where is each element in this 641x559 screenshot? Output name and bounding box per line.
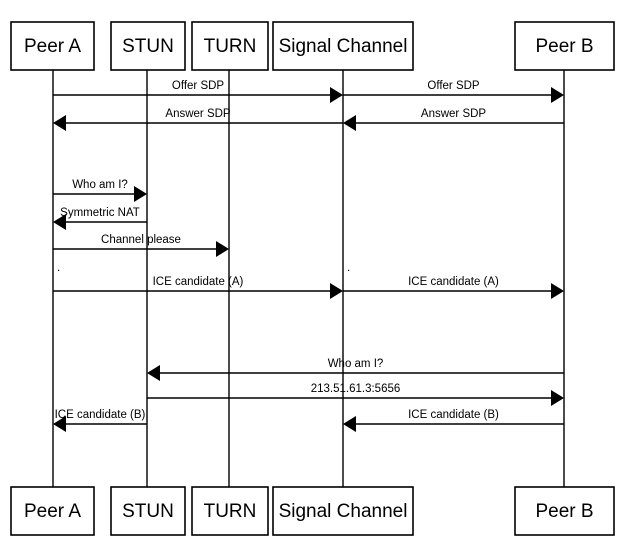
participant-box-turn-footer[interactable]: TURN bbox=[191, 486, 269, 536]
message-m9[interactable]: . bbox=[347, 262, 350, 274]
participant-label-turn: TURN bbox=[204, 36, 257, 57]
message-label-m9: . bbox=[347, 262, 350, 274]
participant-box-peer-b-header[interactable]: Peer B bbox=[514, 21, 615, 71]
message-m2[interactable]: Offer SDP bbox=[343, 80, 564, 103]
message-m11[interactable]: ICE candidate (A) bbox=[343, 276, 564, 299]
message-label-m7: Channel please bbox=[101, 234, 181, 246]
message-m7[interactable]: Channel please bbox=[53, 234, 229, 257]
message-m5[interactable]: Who am I? bbox=[53, 179, 147, 202]
message-m4[interactable]: Answer SDP bbox=[343, 108, 564, 131]
participant-box-peer-b-footer[interactable]: Peer B bbox=[514, 486, 615, 536]
message-label-m6: Symmetric NAT bbox=[60, 207, 140, 219]
message-m6[interactable]: Symmetric NAT bbox=[53, 207, 147, 230]
message-label-m2: Offer SDP bbox=[427, 80, 480, 92]
message-m12[interactable]: Who am I? bbox=[147, 358, 564, 381]
message-label-m10: ICE candidate (A) bbox=[153, 276, 244, 288]
participant-label-stun: STUN bbox=[122, 501, 174, 522]
message-label-m11: ICE candidate (A) bbox=[408, 276, 499, 288]
participant-label-peer-b: Peer B bbox=[535, 501, 593, 522]
participant-box-turn-header[interactable]: TURN bbox=[191, 21, 269, 71]
message-label-m4: Answer SDP bbox=[421, 108, 487, 120]
participant-box-stun-header[interactable]: STUN bbox=[110, 21, 186, 71]
message-label-m12: Who am I? bbox=[328, 358, 384, 370]
participant-box-peer-a-header[interactable]: Peer A bbox=[10, 21, 95, 71]
participant-label-stun: STUN bbox=[122, 36, 174, 57]
message-m13[interactable]: 213.51.61.3:5656 bbox=[147, 383, 564, 406]
message-label-m1: Offer SDP bbox=[172, 80, 225, 92]
participant-header-boxes: Peer A STUN TURN Signal Channel Peer B bbox=[10, 21, 615, 71]
participant-label-signal-channel: Signal Channel bbox=[279, 36, 408, 57]
message-m3[interactable]: Answer SDP bbox=[53, 108, 343, 131]
message-m1[interactable]: Offer SDP bbox=[53, 80, 343, 103]
message-label-m5: Who am I? bbox=[72, 179, 128, 191]
participant-label-peer-a: Peer A bbox=[24, 501, 81, 522]
message-label-m3: Answer SDP bbox=[165, 108, 231, 120]
messages-layer: Offer SDP Offer SDP Answer SDP Answer SDP Wh… bbox=[53, 80, 564, 432]
message-label-m8: . bbox=[57, 262, 60, 274]
participant-footer-boxes: Peer A STUN TURN Signal Channel Peer B bbox=[10, 486, 615, 536]
message-m8[interactable]: . bbox=[57, 262, 60, 274]
message-m10[interactable]: ICE candidate (A) bbox=[53, 276, 343, 299]
participant-box-signal-channel-footer[interactable]: Signal Channel bbox=[272, 486, 414, 536]
participant-box-signal-channel-header[interactable]: Signal Channel bbox=[272, 21, 414, 71]
message-label-m15: ICE candidate (B) bbox=[408, 409, 499, 421]
participant-box-peer-a-footer[interactable]: Peer A bbox=[10, 486, 95, 536]
participant-label-peer-a: Peer A bbox=[24, 36, 81, 57]
message-m15[interactable]: ICE candidate (B) bbox=[343, 409, 564, 432]
lifelines-layer bbox=[52, 70, 565, 487]
participant-label-signal-channel: Signal Channel bbox=[279, 501, 408, 522]
message-label-m13: 213.51.61.3:5656 bbox=[311, 383, 401, 395]
participant-label-turn: TURN bbox=[204, 501, 257, 522]
participant-label-peer-b: Peer B bbox=[535, 36, 593, 57]
participant-box-stun-footer[interactable]: STUN bbox=[110, 486, 186, 536]
message-m14[interactable]: ICE candidate (B) bbox=[53, 409, 147, 432]
message-label-m14: ICE candidate (B) bbox=[55, 409, 146, 421]
